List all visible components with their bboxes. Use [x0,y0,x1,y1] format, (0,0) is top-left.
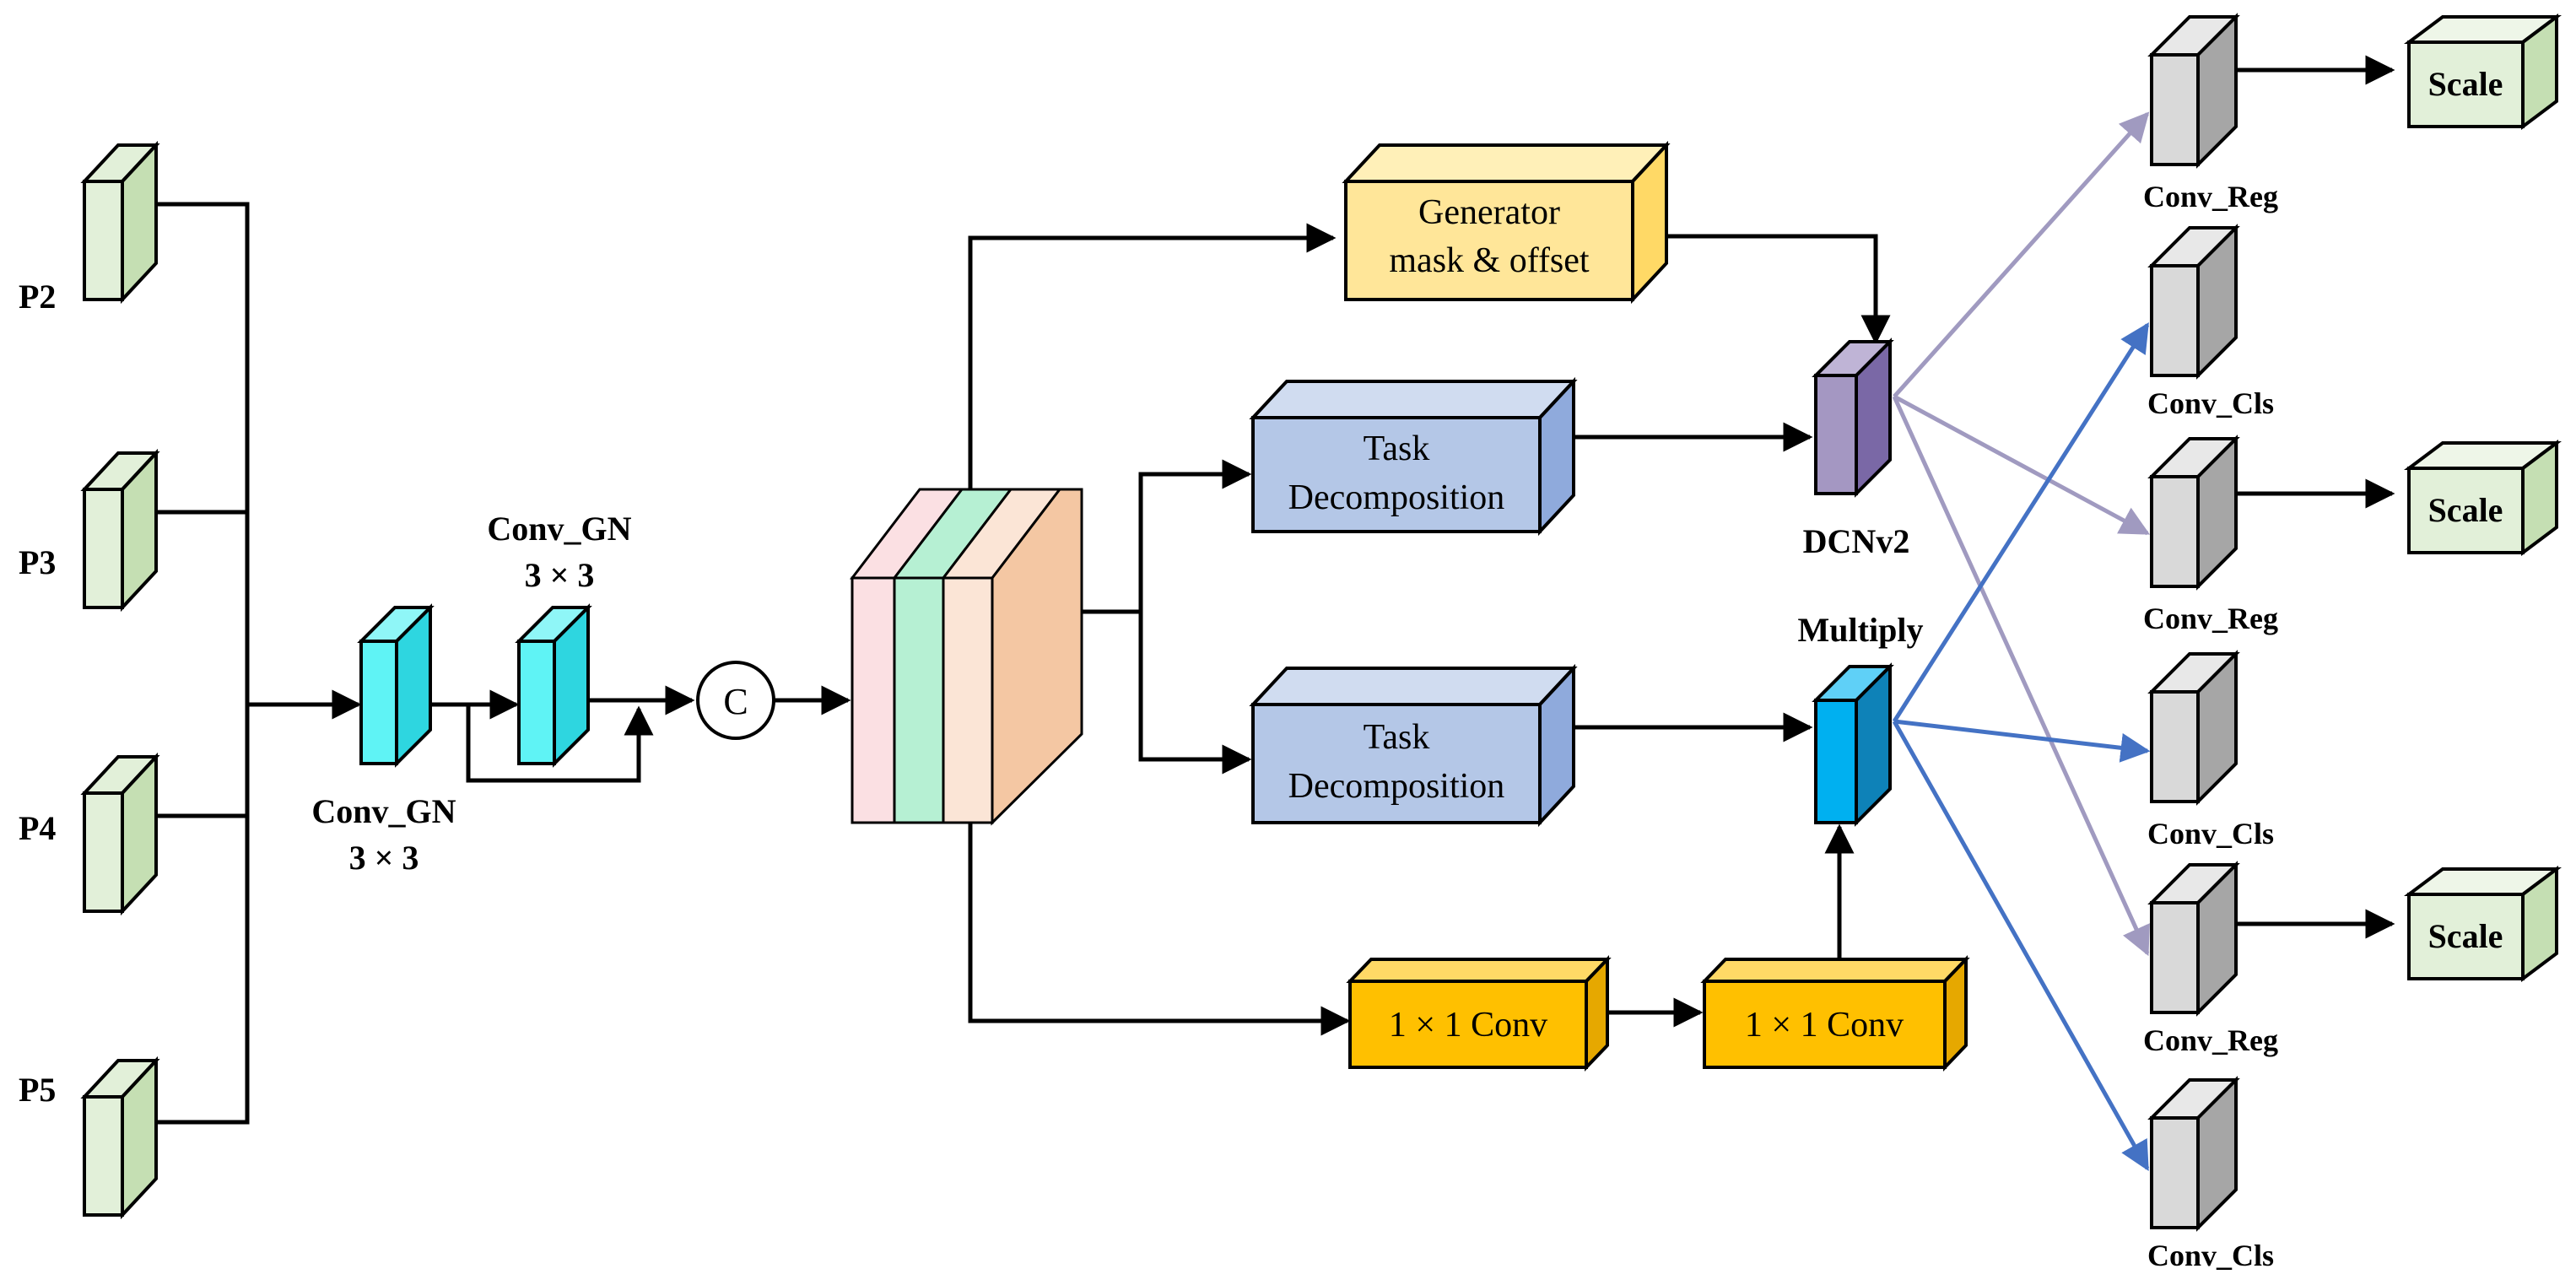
dcn-label: DCNv2 [1803,522,1910,560]
generator-block [1342,140,1671,305]
output-block-cls-2 [2147,650,2240,806]
cls-branch-arrows [1892,322,2151,1172]
arrow-generator-to-dcn [1666,234,1891,345]
stacked-feature-block [849,488,1083,826]
input-block-p2 [80,140,160,305]
task-decomp-2-subtitle: Decomposition [1288,767,1505,806]
conv-gn-1-size: 3 × 3 [349,839,419,877]
task-decomp-block-1 [1249,376,1578,537]
output-block-cls-3 [2147,1076,2240,1232]
arrow-to-task-decomp-2 [1138,612,1252,775]
input-label-p3: P3 [19,543,56,581]
dcn-block [1812,337,1894,498]
scale-label-1: Scale [2428,65,2503,103]
arrow-to-generator [968,223,1337,489]
conv1x1-block-b [1700,955,1970,1072]
scale-block-1 [2404,13,2562,130]
input-merge-lines [156,202,250,1125]
input-block-p3 [80,448,160,613]
scale-label-2: Scale [2428,491,2503,529]
conv-gn-block-1 [357,603,435,768]
scale-block-3 [2404,866,2562,982]
input-label-p5: P5 [19,1071,56,1109]
output-label-cls-3: Conv_Cls [2147,1239,2274,1272]
output-label-reg-2: Conv_Reg [2143,602,2278,635]
generator-subtitle: mask & offset [1389,241,1590,280]
arrow-to-conv1x1-a [968,823,1351,1036]
output-label-cls-1: Conv_Cls [2147,386,2274,420]
reg-branch-arrows [1892,111,2151,957]
output-block-reg-1 [2147,13,2240,169]
conv-gn-2-title: Conv_GN [487,510,631,548]
output-label-reg-1: Conv_Reg [2143,180,2278,213]
conv1x1-a-label: 1 × 1 Conv [1389,1006,1547,1045]
input-block-p5 [80,1056,160,1220]
conv-gn-1-title: Conv_GN [311,792,456,830]
output-block-reg-3 [2147,861,2240,1017]
input-label-p4: P4 [19,809,56,847]
arrow-to-task-decomp-1 [1082,459,1252,614]
task-decomp-block-2 [1249,663,1578,828]
input-block-p4 [80,752,160,916]
residual-connection [430,702,654,783]
output-label-reg-3: Conv_Reg [2143,1023,2278,1057]
conv-gn-block-2 [515,603,592,768]
output-block-reg-2 [2147,435,2240,591]
input-label-p2: P2 [19,278,56,316]
task-decomp-1-title: Task [1364,429,1430,468]
scale-label-3: Scale [2428,917,2503,955]
concat-label: C [723,681,748,722]
conv-gn-2-size: 3 × 3 [525,556,595,594]
scale-block-2 [2404,440,2562,556]
task-decomp-2-title: Task [1364,718,1430,757]
conv1x1-b-label: 1 × 1 Conv [1745,1006,1904,1045]
output-label-cls-2: Conv_Cls [2147,817,2274,850]
conv1x1-block-a [1346,955,1612,1072]
multiply-block [1812,662,1894,827]
generator-title: Generator [1418,193,1560,232]
output-block-cls-1 [2147,224,2240,380]
multiply-label: Multiply [1798,611,1924,649]
task-decomp-1-subtitle: Decomposition [1288,478,1505,517]
